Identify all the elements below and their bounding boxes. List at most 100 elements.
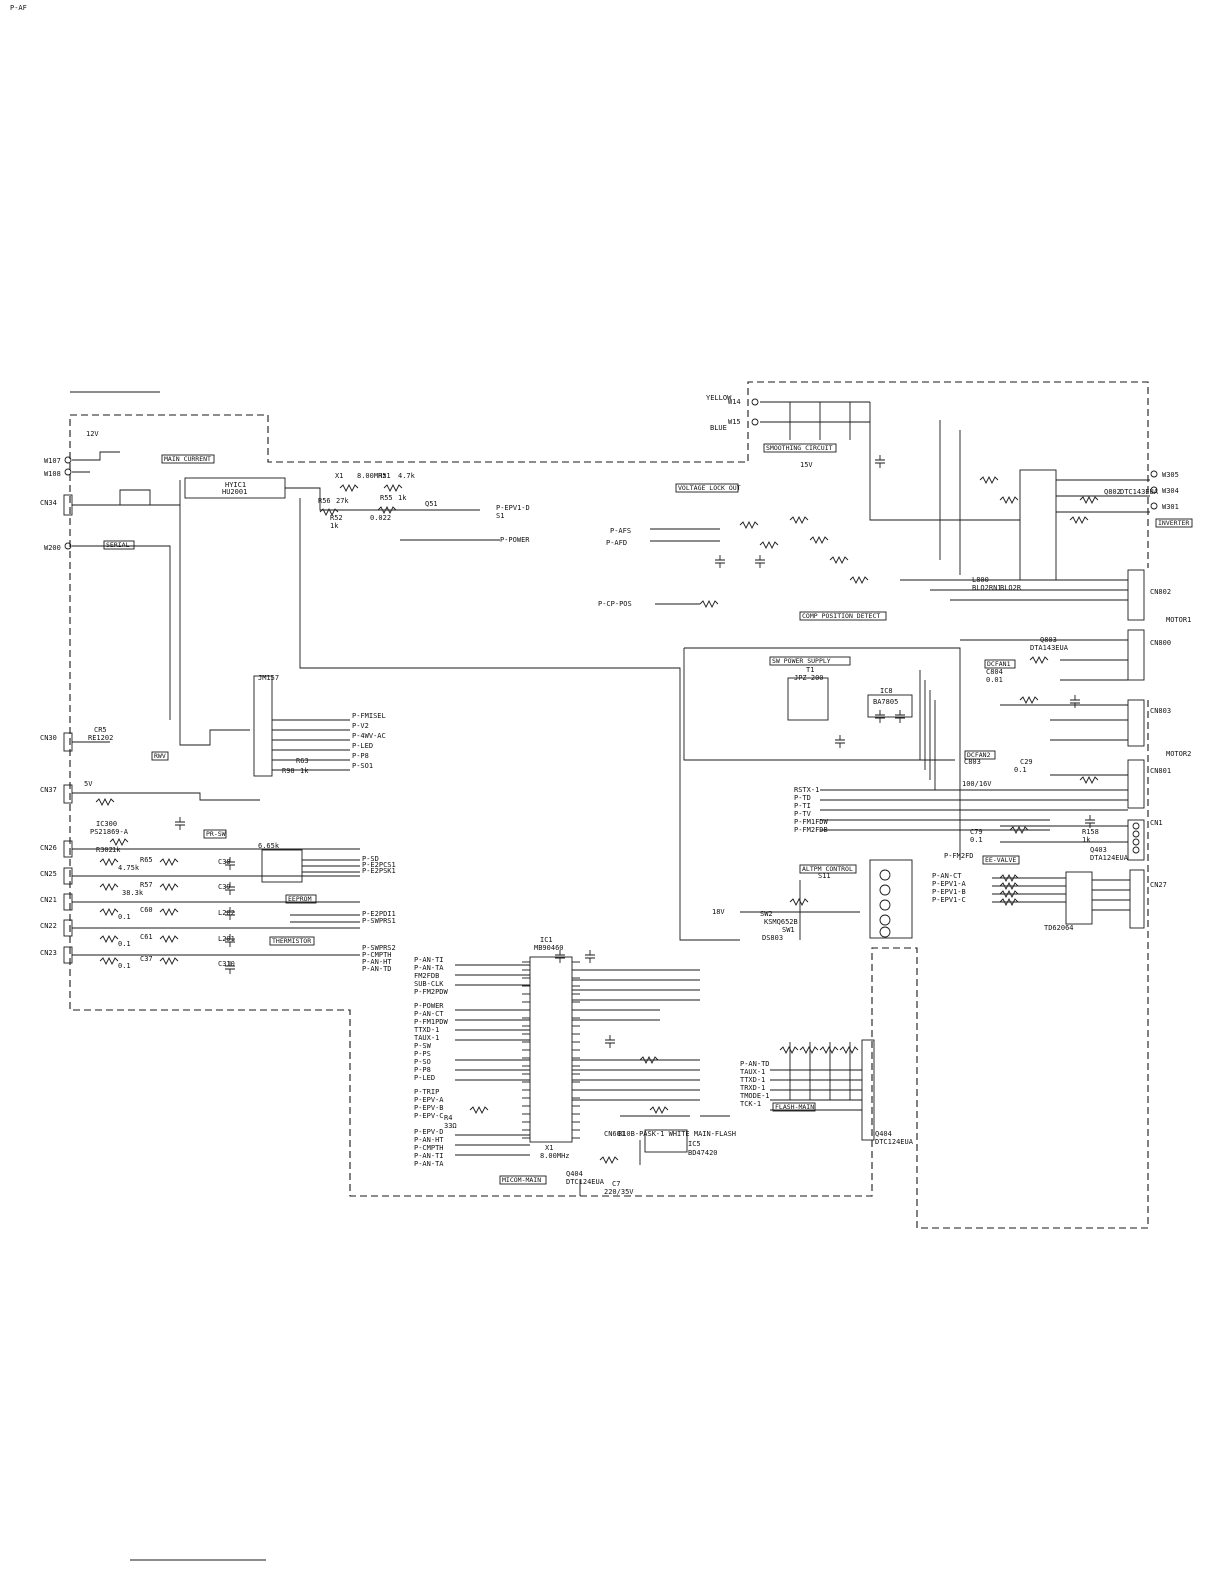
resistor-symbol <box>99 934 119 944</box>
net-label: P-EPV-A <box>414 1096 444 1104</box>
svg-text:L202: L202 <box>218 909 235 917</box>
conn-ref: CN27 <box>1150 881 1167 889</box>
net-label: P-AN-TD <box>362 965 392 973</box>
svg-text:R51: R51 <box>378 472 391 480</box>
svg-text:C803: C803 <box>964 758 981 766</box>
net-labels: 12V5V15VP-AFSP-AFDP-CP-POSP-POWERP-FMISE… <box>10 4 974 1168</box>
resistor-symbol <box>999 881 1019 891</box>
svg-text:T1: T1 <box>806 666 814 674</box>
svg-text:33Ω: 33Ω <box>444 1122 457 1130</box>
capacitor-symbol <box>875 710 885 723</box>
component-labels: X1 8.00MHz R51 4.7k R55 1k R56 27k R52 1… <box>88 472 1159 1196</box>
net-label: P-AN-TI <box>414 956 444 964</box>
svg-text:BLO2RN1: BLO2RN1 <box>972 584 1002 592</box>
svg-text:C60: C60 <box>140 906 153 914</box>
resistor-symbol <box>699 599 719 609</box>
svg-text:C29: C29 <box>1020 758 1033 766</box>
label-main-current: MAIN CURRENT <box>164 455 211 463</box>
resistor-symbol <box>849 575 869 585</box>
terminal-ref: W15 <box>728 418 741 426</box>
svg-text:R65: R65 <box>140 856 153 864</box>
net-label: P-EPV1-A <box>932 880 967 888</box>
conn-ref: W200 <box>44 544 61 552</box>
label-thermistor: THERMISTOR <box>272 937 311 945</box>
label-prsw: PR-SW <box>206 830 226 838</box>
conn-ref: MOTOR2 <box>1166 750 1191 758</box>
label-serial: SERIAL <box>106 541 130 549</box>
resistor-symbol <box>779 1045 799 1055</box>
svg-text:KSMQ652B: KSMQ652B <box>764 918 798 926</box>
svg-text:DTC143EUA: DTC143EUA <box>1120 488 1159 496</box>
conn-ref: CN25 <box>40 870 57 878</box>
label-flash-main: FLASH-MAIN <box>775 1103 814 1111</box>
svg-text:DTC124EUA: DTC124EUA <box>566 1178 605 1186</box>
capacitor-symbol <box>895 710 905 723</box>
svg-text:MB90460: MB90460 <box>534 944 564 952</box>
capacitor-symbol <box>225 934 235 947</box>
svg-text:X1: X1 <box>545 1144 553 1152</box>
svg-text:CR5: CR5 <box>94 726 107 734</box>
net-label: P-E2PCS1 <box>362 861 396 869</box>
resistor-symbol <box>339 483 359 493</box>
svg-text:SW1: SW1 <box>782 926 795 934</box>
net-label: P-SO <box>414 1058 431 1066</box>
net-label: P-POWER <box>414 1002 444 1010</box>
resistor-symbol <box>809 535 829 545</box>
svg-text:Q51: Q51 <box>425 500 438 508</box>
svg-text:DTA143EUA: DTA143EUA <box>1030 644 1069 652</box>
svg-text:PS21869-A: PS21869-A <box>90 828 129 836</box>
conn-ref: CN30 <box>40 734 57 742</box>
svg-text:SW2: SW2 <box>760 910 773 918</box>
capacitor-symbol <box>835 735 845 748</box>
label-smoothing: SMOOTHING CIRCUIT <box>766 444 833 452</box>
net-label: P-FM1FDW <box>794 818 829 826</box>
resistor-symbol <box>649 1105 669 1115</box>
section-labels: MAIN CURRENT SERIAL VOLTAGE LOCK OUT SMO… <box>103 443 1193 1185</box>
net-label: TAUX-1 <box>740 1068 765 1076</box>
conn-ref: CN23 <box>40 949 57 957</box>
conn-ref: CN34 <box>40 499 57 507</box>
ic-ic300: BLO2R <box>1000 469 1057 592</box>
resistor-symbol <box>1019 695 1039 705</box>
conn-ref: MOTOR1 <box>1166 616 1191 624</box>
svg-text:IC8: IC8 <box>880 687 893 695</box>
capacitor-symbol <box>225 882 235 895</box>
svg-text:DTC124EUA: DTC124EUA <box>875 1138 914 1146</box>
svg-text:4.75k: 4.75k <box>118 864 140 872</box>
label-micom-main: MICOM-MAIN <box>502 1176 541 1184</box>
net-label: P-AN-HT <box>362 958 392 966</box>
resistor-symbol <box>1029 655 1049 665</box>
net-label: P-AF <box>10 4 27 12</box>
top-terminals: W14 YELLOW W15 BLUE <box>706 394 759 432</box>
conn-ref: CN800 <box>1150 639 1171 647</box>
wiring <box>72 401 1150 1196</box>
resistor-symbol <box>377 505 397 515</box>
net-label: 15V <box>800 461 813 469</box>
resistor-symbol <box>159 857 179 867</box>
net-label: P-P8 <box>414 1066 431 1074</box>
resistor-symbol <box>739 520 759 530</box>
svg-text:JM157: JM157 <box>258 674 279 682</box>
resistor-symbol <box>789 515 809 525</box>
net-label: SUB-CLK <box>414 980 444 988</box>
right-connectors: W305 W304 W301 CN802 CN800 MOTOR1 CN803 … <box>1127 470 1191 929</box>
net-label: P-FM1PDW <box>414 1018 449 1026</box>
net-label: P-AFD <box>606 539 627 547</box>
left-connectors: W107 W108 CN34 W200 CN30 CN37 CN26 CN25 … <box>40 456 73 964</box>
net-label: TTXD-1 <box>740 1076 765 1084</box>
net-label: P-EPV-D <box>414 1128 444 1136</box>
capacitor-symbol <box>225 907 235 920</box>
label-voltage-lock: VOLTAGE LOCK OUT <box>678 484 741 492</box>
svg-text:C38: C38 <box>218 858 231 866</box>
net-label: P-EPV1-B <box>932 888 966 896</box>
svg-text:0.1: 0.1 <box>118 940 131 948</box>
svg-text:R57: R57 <box>140 881 153 889</box>
label-rwv: RWV <box>154 752 166 760</box>
net-label: TCK-1 <box>740 1100 761 1108</box>
svg-text:38.3k: 38.3k <box>122 889 144 897</box>
net-label: P-EPV1-D <box>496 504 530 512</box>
net-label: P-SW <box>414 1042 432 1050</box>
conn-ref: CN802 <box>1150 588 1171 596</box>
resistor-symbol <box>999 897 1019 907</box>
label-comp-position: COMP POSITION DETECT <box>802 612 880 620</box>
